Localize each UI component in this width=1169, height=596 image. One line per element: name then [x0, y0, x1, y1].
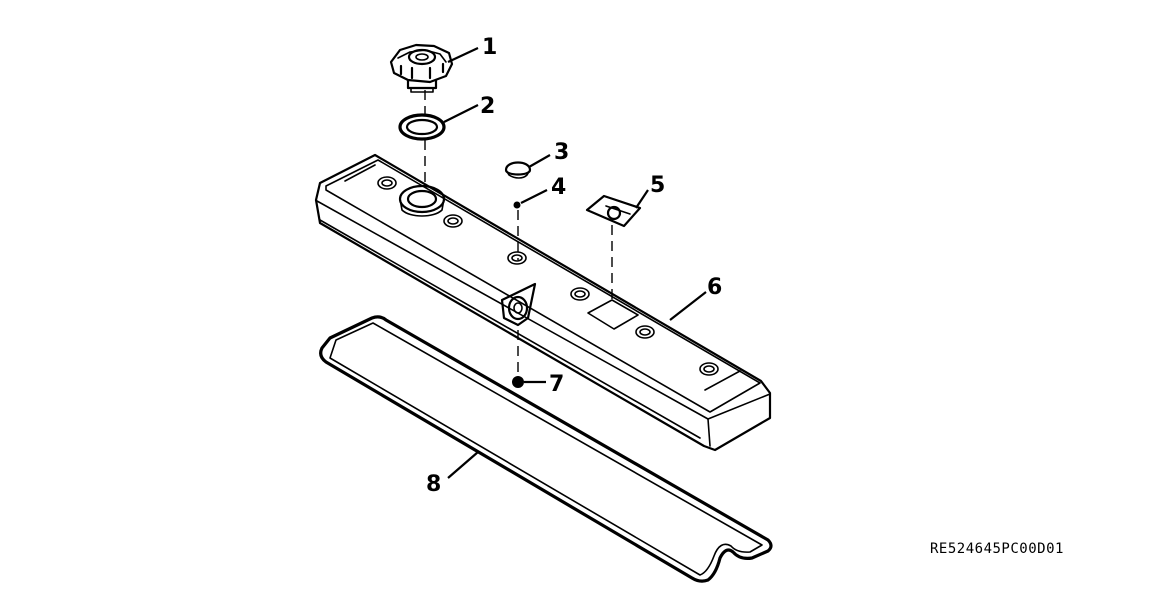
part-3-plug-cap: [504, 161, 532, 179]
part-7-plug: [512, 376, 524, 388]
callout-5: 5: [650, 173, 665, 198]
assembly-centerlines: [424, 90, 613, 375]
part-5-label-plate: [585, 194, 642, 228]
callout-labels: 1 2 3 4 5 6 7 8: [426, 35, 722, 497]
part-2-seal-ring: [398, 113, 446, 141]
part-4-fastener: [513, 201, 521, 209]
part-1-filler-cap: [389, 43, 454, 93]
callout-8: 8: [426, 472, 441, 497]
callout-2: 2: [480, 94, 495, 119]
callout-4: 4: [551, 175, 566, 200]
figure-reference-code: RE524645PC00D01: [930, 541, 1064, 557]
leader-lines: [443, 47, 707, 479]
callout-7: 7: [549, 372, 564, 397]
callout-3: 3: [554, 140, 569, 165]
part-8-gasket: [319, 315, 773, 583]
callout-6: 6: [707, 275, 722, 300]
callout-1: 1: [482, 35, 497, 60]
part-6-rocker-cover: [314, 153, 772, 452]
